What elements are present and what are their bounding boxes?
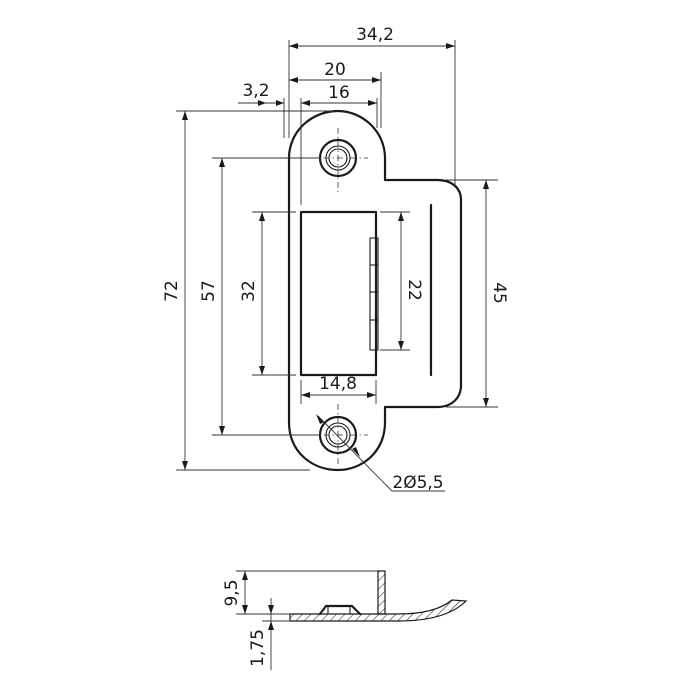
dim-window-height: 32 bbox=[239, 280, 259, 302]
dim-hole-callout: 2Ø5,5 bbox=[392, 473, 443, 493]
side-view: 9,5 1,75 bbox=[222, 570, 468, 670]
dim-overall-width: 34,2 bbox=[356, 25, 394, 45]
dim-tongue-height: 22 bbox=[404, 279, 424, 301]
top-mounting-hole bbox=[310, 128, 368, 192]
dimension-labels: 34,2 20 16 3,2 72 57 32 22 45 14,8 2Ø5,5 bbox=[162, 25, 509, 493]
dim-edge-offset: 3,2 bbox=[242, 81, 269, 101]
dimension-lines bbox=[176, 40, 498, 492]
dim-plate-width: 20 bbox=[324, 60, 346, 80]
dim-side-height: 9,5 bbox=[222, 579, 242, 606]
side-flange bbox=[377, 570, 386, 615]
dim-inner-width: 16 bbox=[328, 83, 350, 103]
strike-window bbox=[299, 210, 378, 377]
plate-outline bbox=[287, 109, 463, 472]
tongue-detail bbox=[369, 237, 379, 351]
hole-leader-line bbox=[317, 415, 393, 492]
dim-thickness: 1,75 bbox=[248, 629, 268, 667]
dim-flange-height: 45 bbox=[489, 282, 509, 304]
front-view bbox=[287, 109, 463, 472]
dim-total-height: 72 bbox=[162, 280, 182, 302]
side-plate-section bbox=[289, 599, 468, 622]
dim-hole-spacing: 57 bbox=[199, 280, 219, 302]
dim-window-width: 14,8 bbox=[319, 374, 357, 394]
side-tongue-bump bbox=[318, 604, 362, 616]
